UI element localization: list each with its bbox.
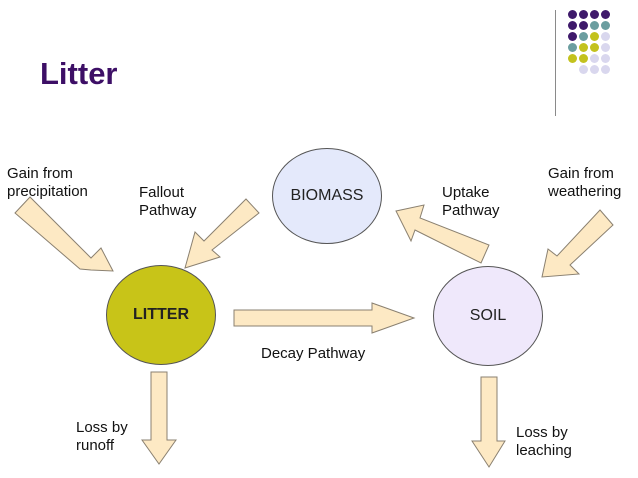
decorative-dot (601, 21, 610, 30)
decorative-dot (590, 32, 599, 41)
decorative-dot (579, 21, 588, 30)
decorative-dot (579, 65, 588, 74)
arrow-loss-runoff (141, 371, 177, 465)
decorative-dot (590, 65, 599, 74)
slide-title: Litter (40, 56, 118, 91)
decorative-dot (601, 65, 610, 74)
label-fallout-pathway: Fallout Pathway (139, 184, 197, 219)
decorative-dot (590, 21, 599, 30)
decorative-dot (568, 21, 577, 30)
node-litter: LITTER (106, 265, 216, 365)
arrow-decay-pathway (233, 302, 416, 334)
arrow-uptake-pathway (395, 204, 490, 264)
label-loss-runoff: Loss by runoff (76, 419, 128, 454)
label-uptake-pathway: Uptake Pathway (442, 184, 500, 219)
decorative-dot (579, 54, 588, 63)
decorative-dot (579, 32, 588, 41)
decorative-dot (568, 54, 577, 63)
label-gain-weathering: Gain from weathering (548, 165, 622, 200)
label-loss-leaching: Loss by leaching (516, 424, 572, 459)
decorative-dot (568, 32, 577, 41)
decorative-dot (579, 43, 588, 52)
decorative-dot (579, 10, 588, 19)
decorative-dot (601, 10, 610, 19)
decorative-dot (590, 43, 599, 52)
label-decay-pathway: Decay Pathway (261, 345, 366, 362)
decorative-dot (590, 10, 599, 19)
label-gain-precipitation: Gain from precipitation (7, 165, 88, 200)
arrow-fallout-pathway (184, 198, 260, 269)
arrow-gain-precipitation (14, 196, 114, 272)
decorative-divider-line (555, 10, 556, 116)
node-biomass: BIOMASS (272, 148, 382, 244)
decorative-dot (568, 10, 577, 19)
arrow-gain-weathering (541, 209, 614, 278)
decorative-dot (601, 43, 610, 52)
node-soil-label: SOIL (469, 307, 507, 324)
decorative-dot (601, 54, 610, 63)
node-litter-label: LITTER (133, 306, 189, 323)
arrow-loss-leaching (471, 376, 506, 468)
decorative-dot (601, 32, 610, 41)
node-biomass-label: BIOMASS (290, 187, 364, 204)
decorative-dot (568, 43, 577, 52)
node-soil: SOIL (433, 266, 543, 366)
decorative-dot (590, 54, 599, 63)
